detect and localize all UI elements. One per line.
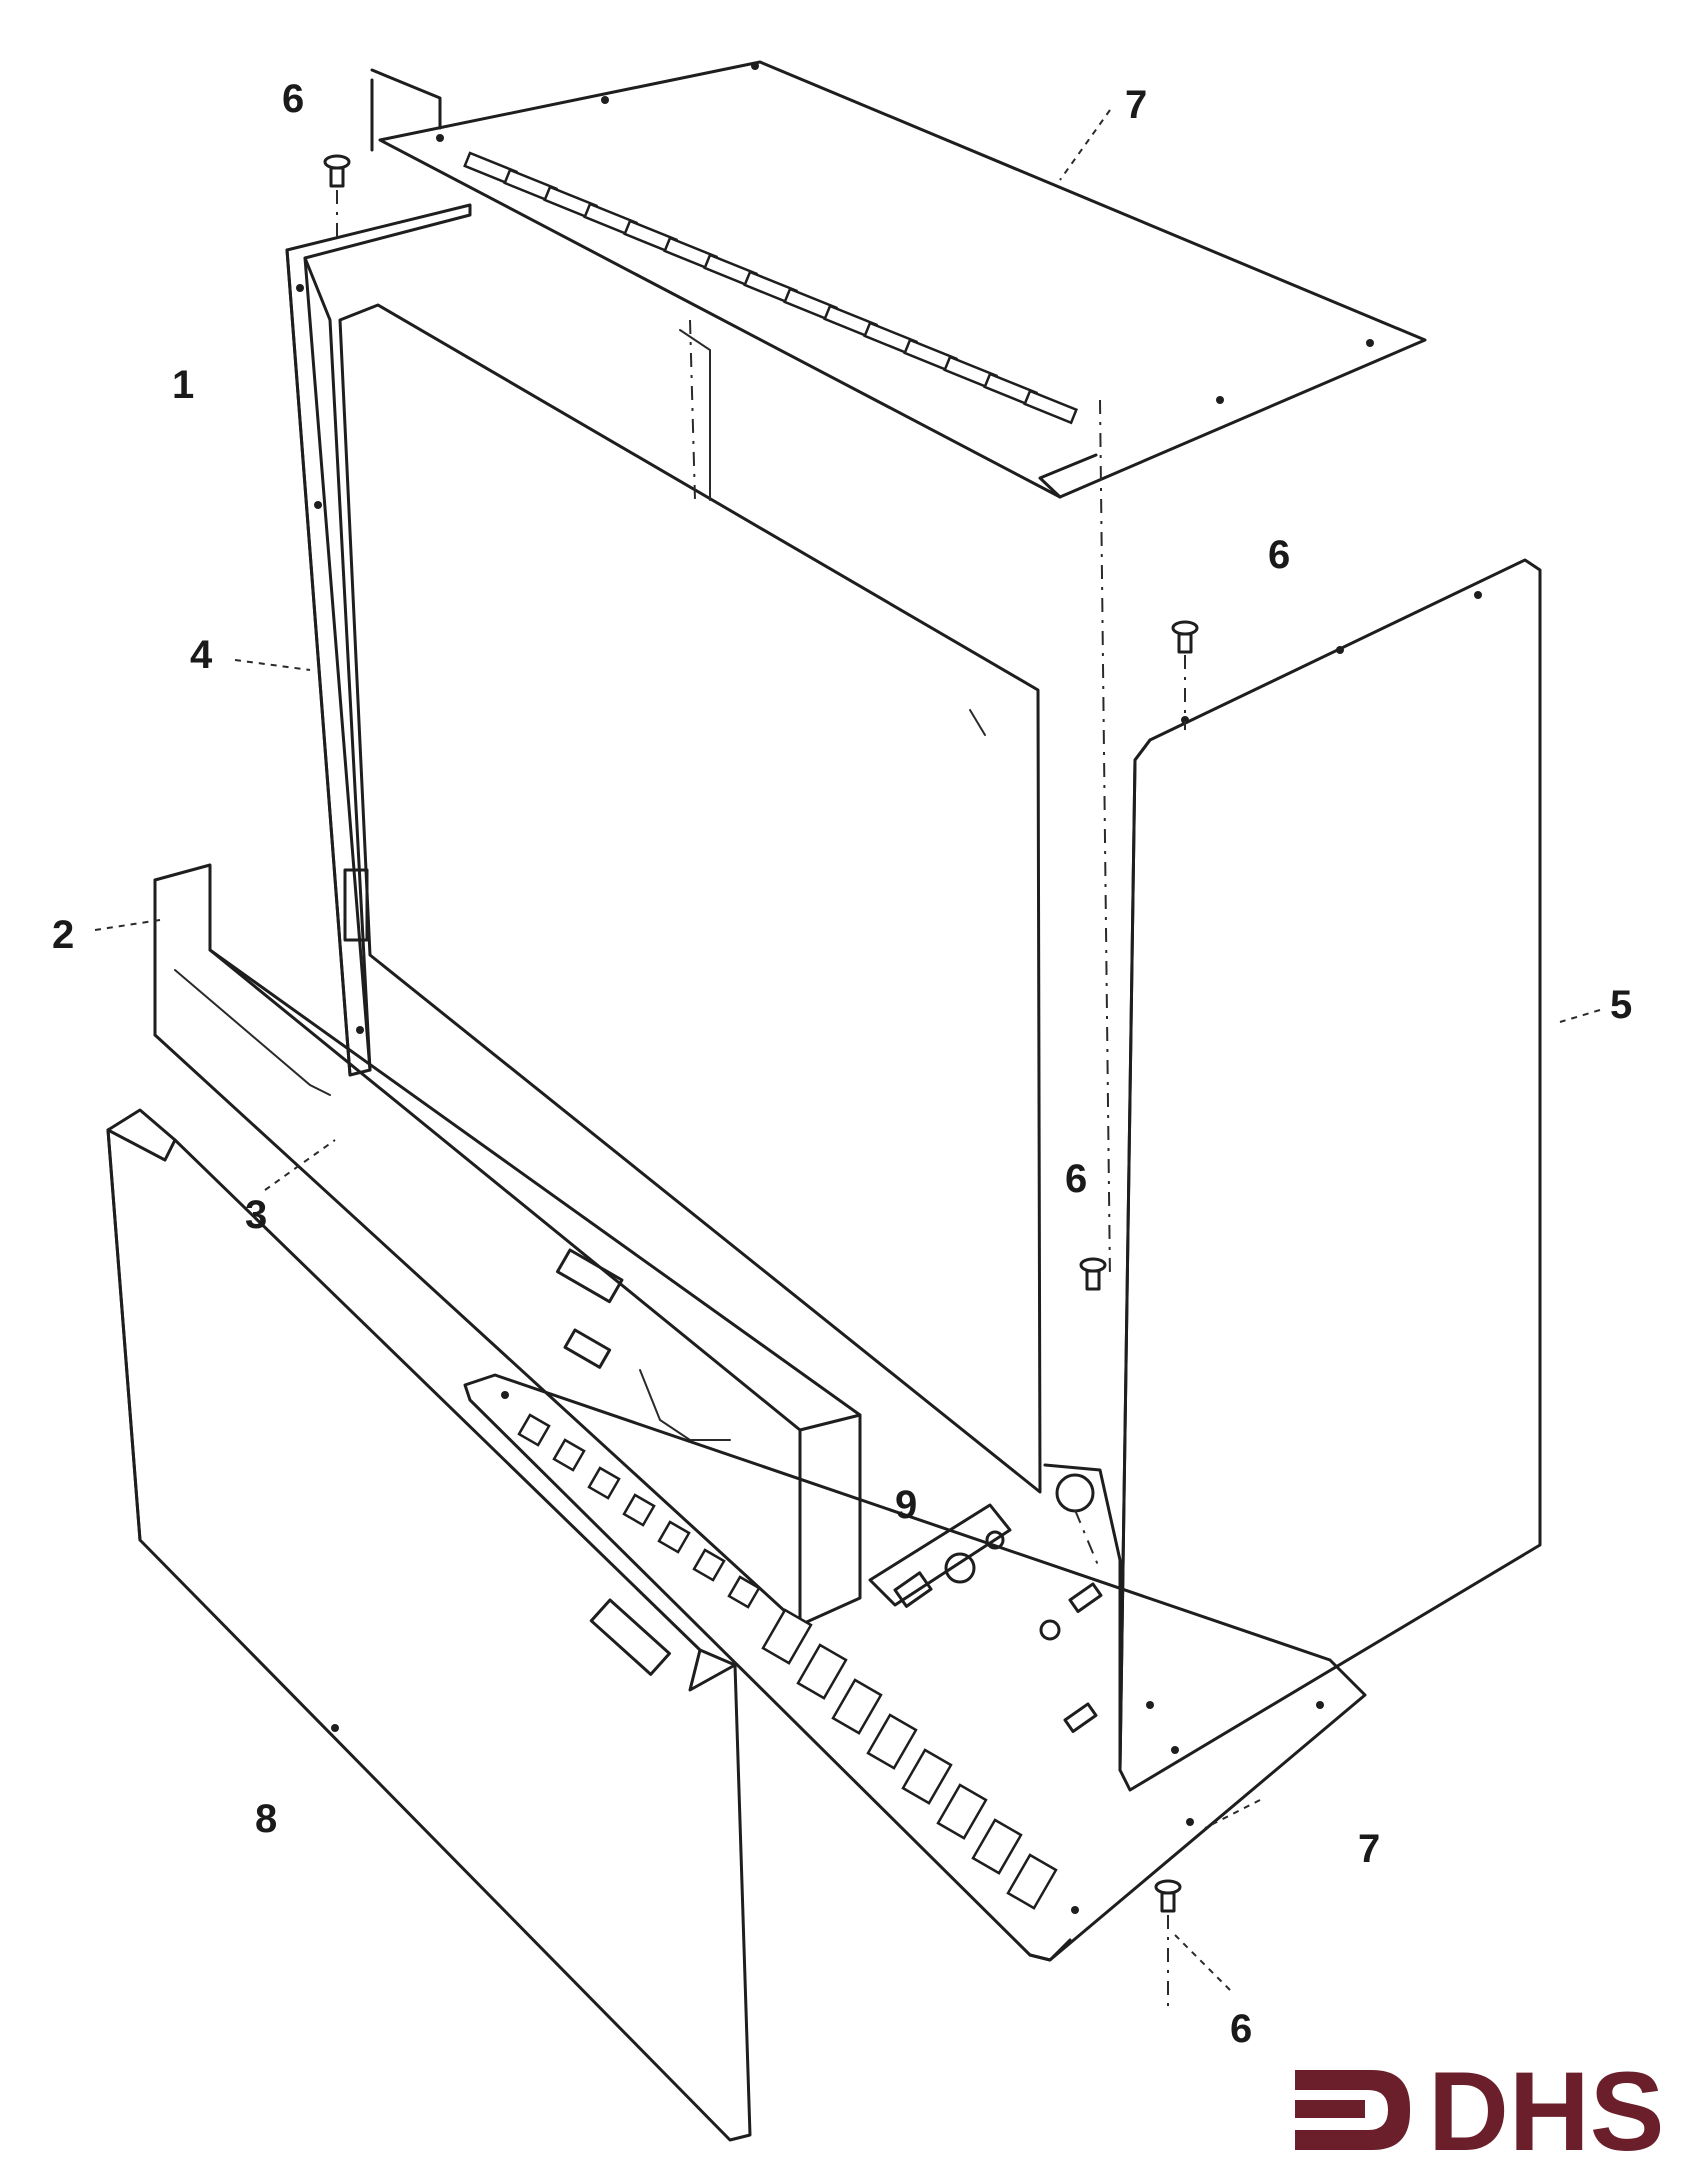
top-cover-vents	[463, 151, 1078, 425]
callout-1: 1	[172, 363, 194, 407]
screw-icon	[1154, 1879, 1182, 1913]
callout-4: 4	[190, 633, 213, 677]
bottom-channel	[153, 863, 862, 1627]
dhs-logo: DHS	[1295, 2049, 1664, 2174]
bottom-plate	[463, 1373, 1367, 1962]
logo-text: DHS	[1428, 2049, 1664, 2174]
screw-icon	[323, 154, 351, 188]
callout-6-right-top: 6	[1268, 533, 1290, 577]
hardware-bracket	[868, 1503, 1103, 1733]
callout-2: 2	[52, 913, 74, 957]
bottom-plate-vents	[517, 1413, 1058, 1910]
callout-5: 5	[1610, 983, 1632, 1027]
front-frame	[285, 203, 1042, 1494]
callout-labels: 1 2 3 4 5 6 6 6 6 7 7 8 9	[52, 77, 1632, 2051]
front-cover	[106, 1108, 752, 2142]
screw-icon	[1079, 1257, 1107, 1291]
callout-3: 3	[245, 1193, 267, 1237]
callout-6-middle: 6	[1065, 1157, 1087, 1201]
logo-arrow-bar	[1295, 2100, 1365, 2118]
callout-7-bottom: 7	[1358, 1827, 1380, 1871]
assembly-centre-lines	[336, 190, 1186, 2010]
side-panel	[1043, 558, 1542, 1792]
callout-6-bottom: 6	[1230, 2007, 1252, 2051]
leader-lines	[94, 109, 1601, 1991]
logo-arrow-mark	[1295, 2070, 1410, 2150]
callout-9: 9	[895, 1483, 917, 1527]
screw-icon	[1171, 620, 1199, 654]
top-cover	[370, 60, 1427, 499]
callout-8: 8	[255, 1797, 277, 1841]
callout-6-top-left: 6	[282, 77, 304, 121]
callout-7-top: 7	[1125, 83, 1147, 127]
